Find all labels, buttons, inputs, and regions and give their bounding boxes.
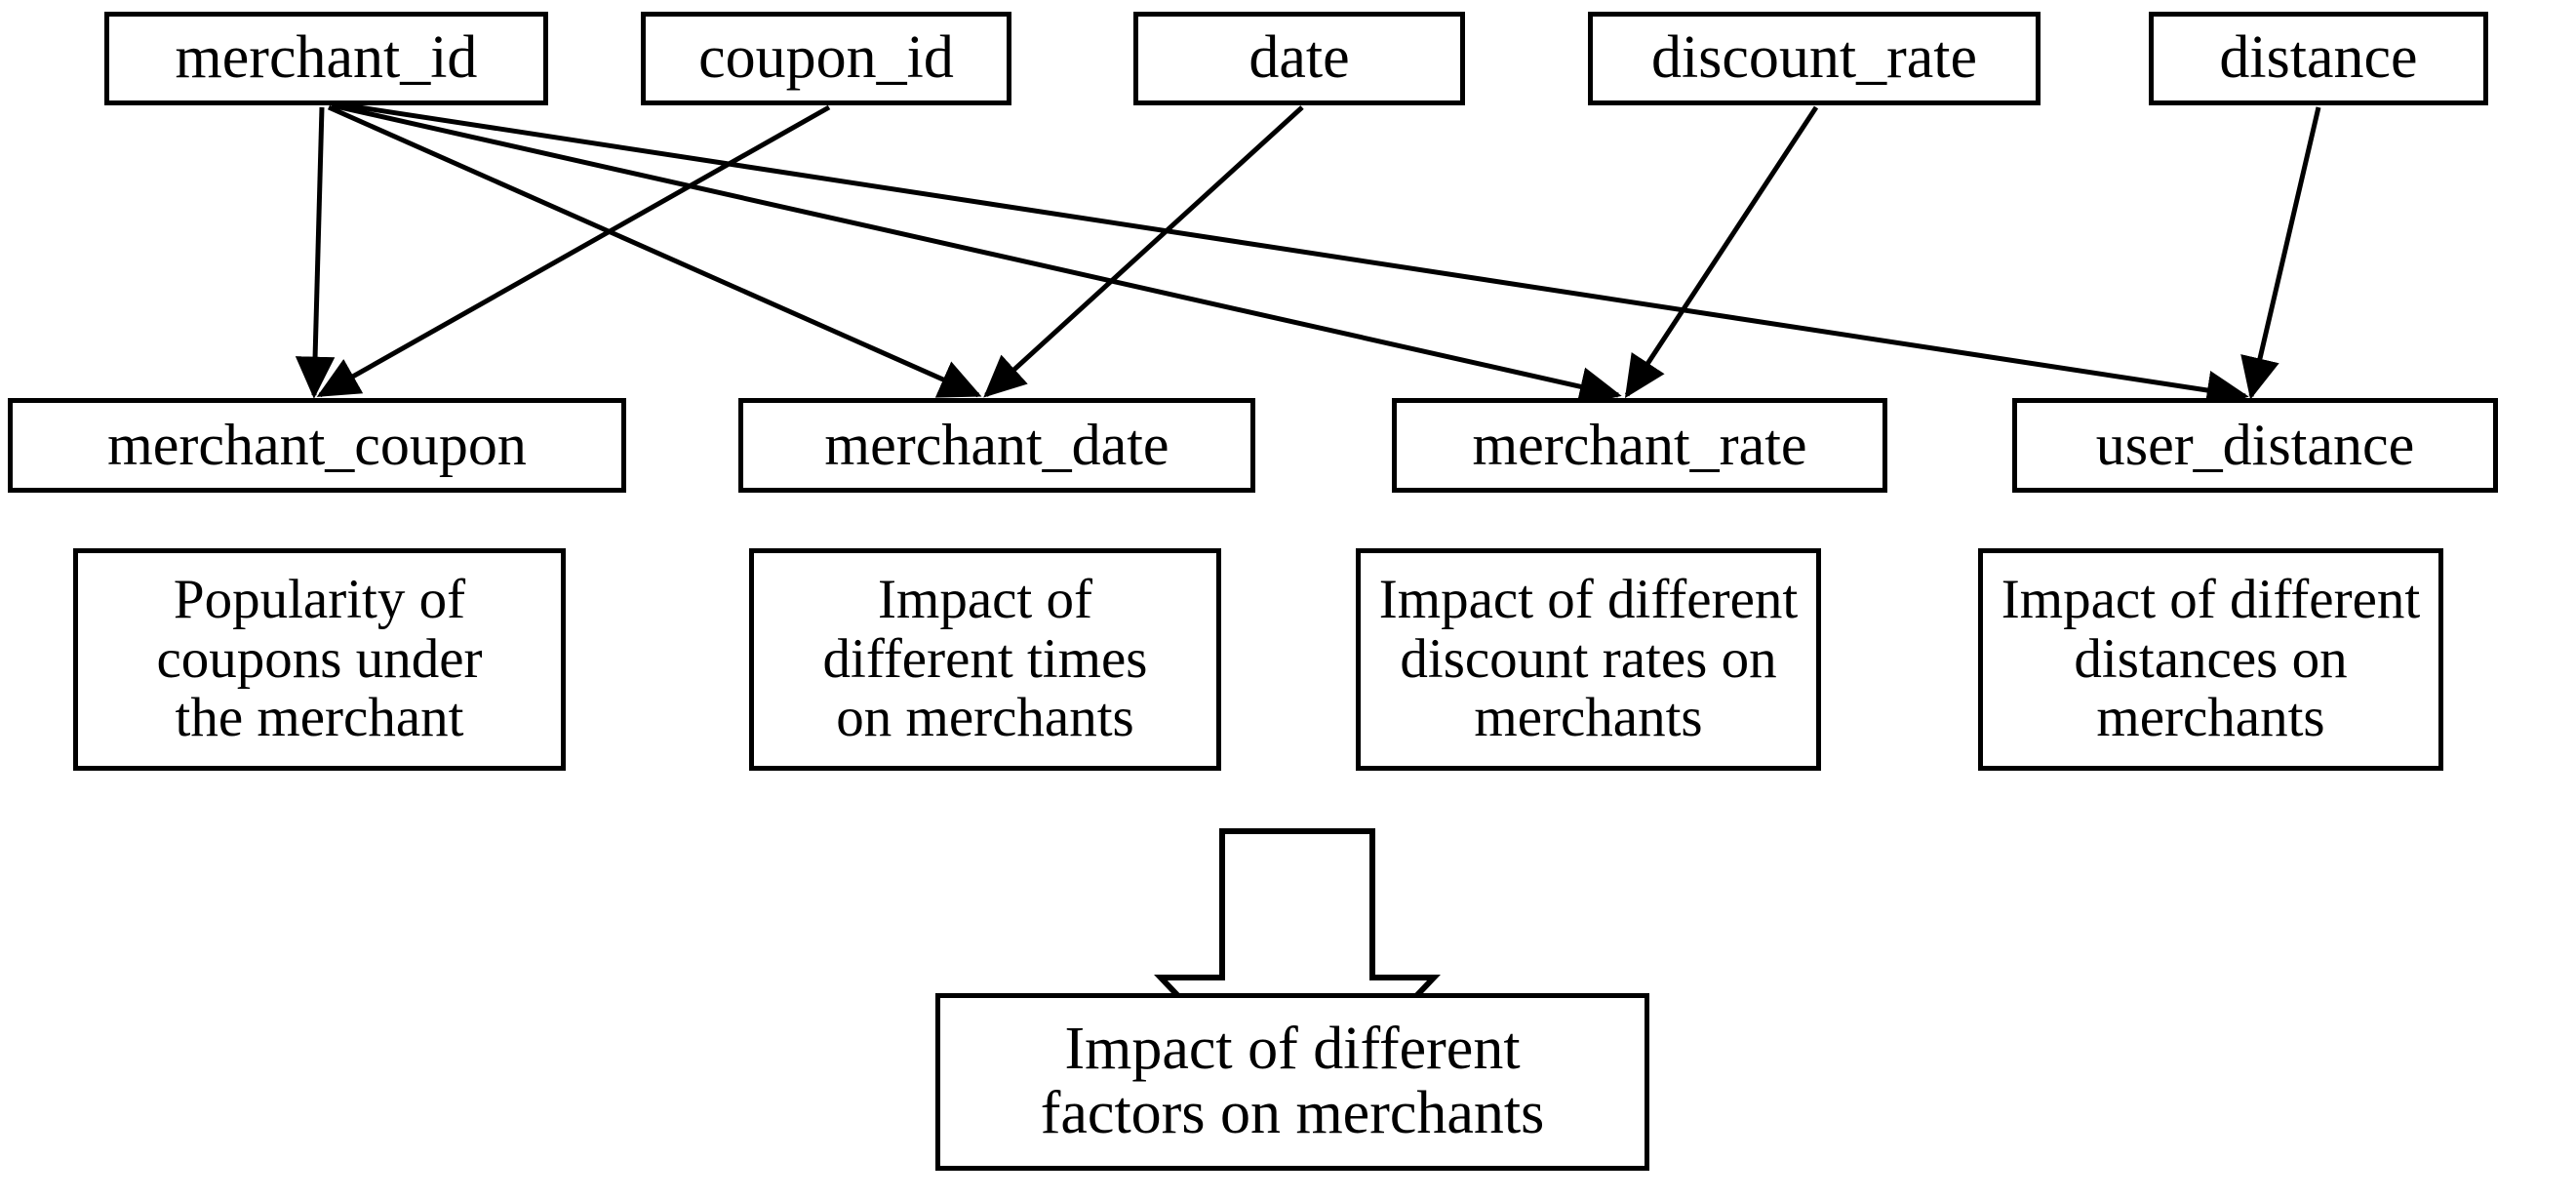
field-box-merchant_id: merchant_id (104, 12, 548, 105)
feature-box-merchant_coupon: merchant_coupon (8, 398, 626, 493)
feature-box-merchant_rate: merchant_rate (1392, 398, 1887, 493)
description-box-desc_user_distance: Impact of different distances on merchan… (1978, 548, 2443, 771)
field-box-coupon_id: coupon_id (641, 12, 1011, 105)
edge-merchant_id-merchant_rate (331, 102, 1622, 407)
feature-box-user_distance: user_distance (2012, 398, 2498, 493)
feature-box-merchant_date: merchant_date (738, 398, 1255, 493)
field-box-date: date (1133, 12, 1465, 105)
edge-merchant_id-merchant_coupon (295, 106, 336, 399)
description-box-desc_merchant_date: Impact of different times on merchants (749, 548, 1221, 771)
edge-distance-user_distance (2240, 106, 2321, 400)
description-box-desc_merchant_rate: Impact of different discount rates on me… (1356, 548, 1821, 771)
edge-coupon_id-merchant_coupon (316, 104, 831, 398)
edge-merchant_id-merchant_date (327, 104, 982, 398)
edge-layer (295, 100, 2321, 411)
description-box-desc_merchant_coupon: Popularity of coupons under the merchant (73, 548, 566, 771)
edge-date-merchant_date (983, 105, 1304, 398)
field-box-distance: distance (2149, 12, 2488, 105)
edge-discount_rate-merchant_rate (1624, 105, 1819, 399)
edge-merchant_id-user_distance (333, 100, 2249, 411)
goal-box-goal_box: Impact of different factors on merchants (935, 993, 1649, 1171)
field-box-discount_rate: discount_rate (1588, 12, 2041, 105)
